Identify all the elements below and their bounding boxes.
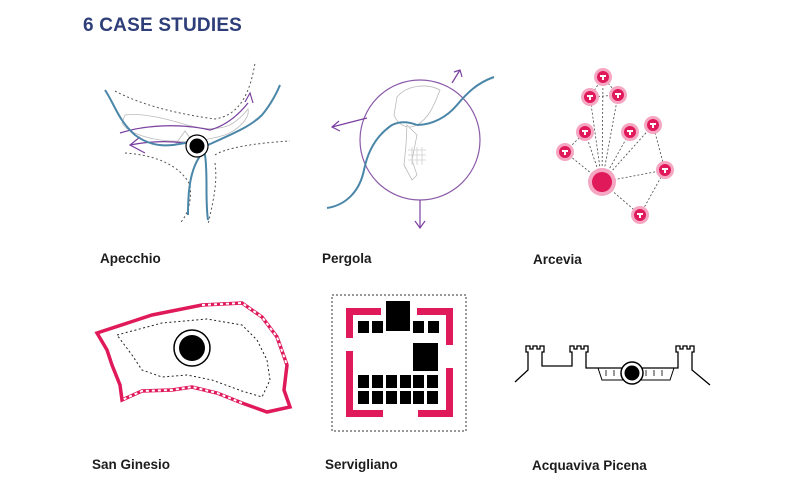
case-study-label: San Ginesio [92,457,171,472]
river-junction-map-icon [104,62,291,226]
case-study-servigliano[interactable]: Servigliano [320,293,480,483]
case-study-acquaviva-picena[interactable]: Acquaviva Picena [510,330,720,480]
case-study-arcevia[interactable]: Arcevia [533,55,733,280]
case-study-san-ginesio[interactable]: San Ginesio [92,295,302,480]
castle-skyline-section-icon [514,345,711,386]
circle-river-map-icon [326,69,495,230]
case-study-label: Arcevia [533,252,582,267]
walled-town-outline-icon [94,301,293,414]
case-study-pergola[interactable]: Pergola [322,55,512,280]
case-study-apecchio[interactable]: Apecchio [100,55,300,280]
page-title: 6 CASE STUDIES [83,15,243,36]
case-study-label: Apecchio [100,251,161,266]
case-study-label: Acquaviva Picena [532,458,647,473]
case-study-label: Servigliano [325,457,398,472]
square-fortified-town-plan-icon [331,294,467,432]
case-study-label: Pergola [322,251,372,266]
castle-network-diagram-icon [556,68,674,224]
